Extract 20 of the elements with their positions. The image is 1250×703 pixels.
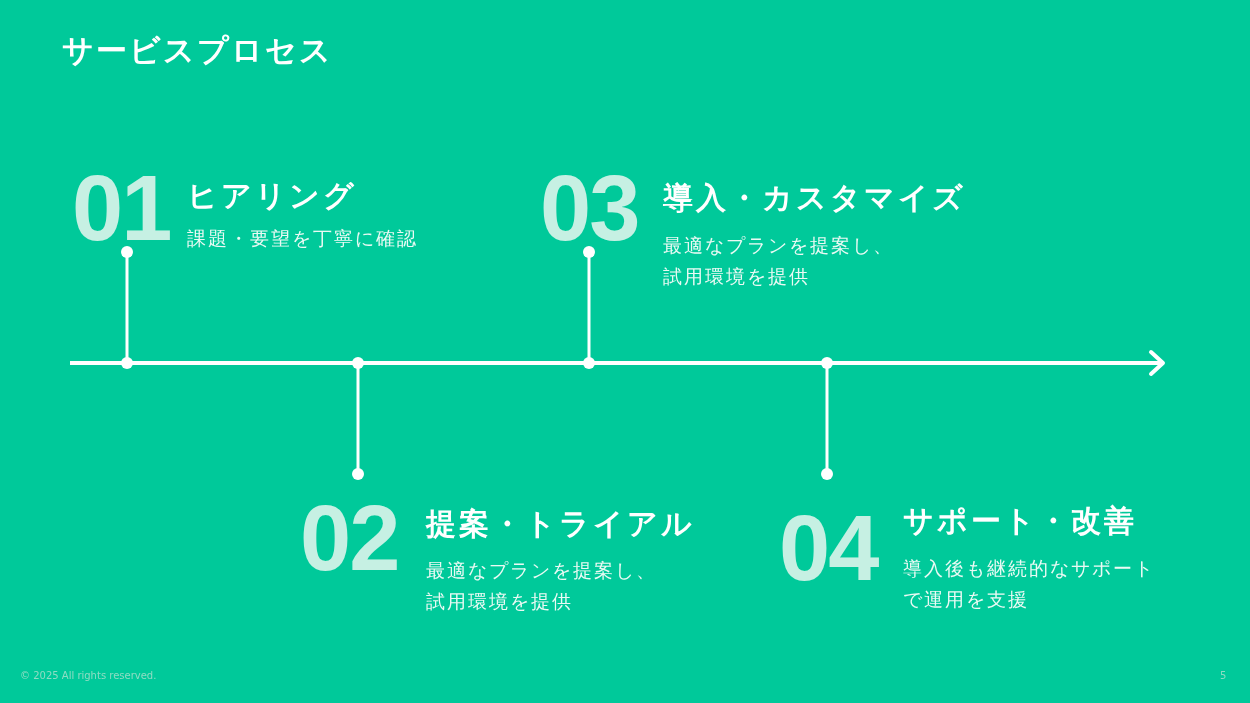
step-number: 01: [72, 162, 171, 254]
step-description: 最適なプランを提案し、試用環境を提供: [663, 233, 895, 289]
page-number: 5: [1220, 670, 1227, 681]
slide-title: サービスプロセス: [62, 31, 333, 70]
step-title: 提案・トライアル: [426, 506, 695, 542]
timeline-arrow: [70, 350, 1165, 376]
step-description: 最適なプランを提案し、試用環境を提供: [426, 558, 658, 614]
step-title: サポート・改善: [903, 503, 1137, 539]
step-description: 導入後も継続的なサポートで運用を支援: [903, 556, 1156, 612]
footer-note: © 2025 All rights reserved.: [20, 670, 157, 681]
connector-line: [821, 357, 833, 480]
step-description: 課題・要望を丁寧に確認: [187, 226, 419, 251]
connector-line: [352, 357, 364, 480]
step-title: ヒアリング: [187, 178, 357, 214]
connector-line: [583, 246, 595, 369]
step-number: 03: [540, 162, 639, 254]
step-number: 02: [300, 492, 399, 584]
step-number: 04: [779, 502, 878, 594]
connector-line: [121, 246, 133, 369]
step-title: 導入・カスタマイズ: [663, 180, 966, 216]
